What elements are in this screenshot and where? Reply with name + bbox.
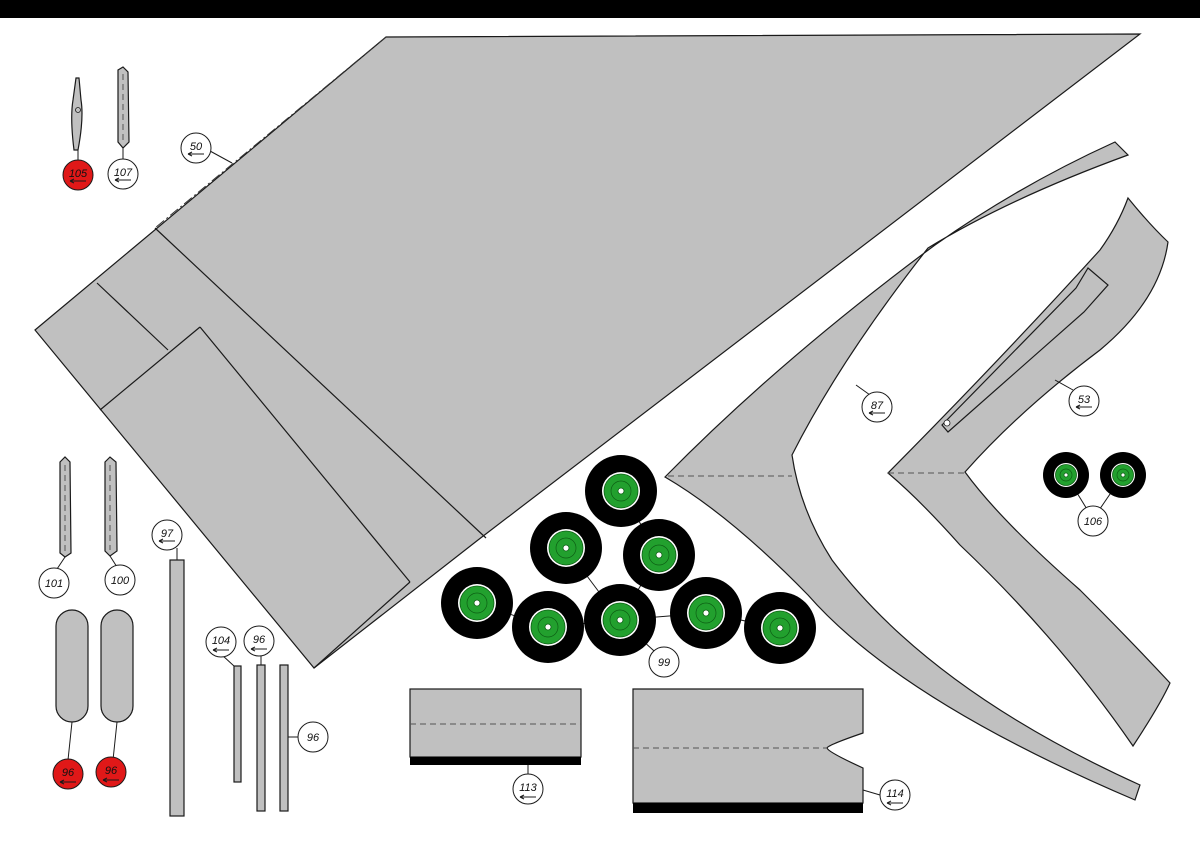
label-96-red-left: 96 bbox=[52, 758, 84, 790]
label-104: 104 bbox=[205, 626, 237, 658]
part-107-shape bbox=[117, 66, 130, 149]
label-105: 105 bbox=[62, 159, 94, 191]
part-100-shape bbox=[104, 456, 118, 557]
part-104-strip bbox=[233, 665, 242, 783]
small-wheel bbox=[1100, 452, 1146, 498]
wheel bbox=[530, 512, 602, 584]
label-106-text: 106 bbox=[1084, 516, 1103, 528]
label-107-text: 107 bbox=[114, 167, 133, 179]
part-113-box bbox=[409, 688, 582, 765]
label-96-strip-a: 96 bbox=[243, 625, 275, 657]
part-101-shape bbox=[59, 456, 72, 558]
label-96d-text: 96 bbox=[105, 765, 118, 777]
label-101: 101 bbox=[38, 567, 70, 599]
small-wheel bbox=[1043, 452, 1089, 498]
part-97-strip bbox=[169, 559, 185, 817]
label-105-text: 105 bbox=[69, 168, 88, 180]
label-96-strip-b: 96 bbox=[297, 721, 329, 753]
wheel-group-106 bbox=[1043, 452, 1146, 520]
label-104-text: 104 bbox=[212, 635, 230, 647]
label-53-text: 53 bbox=[1078, 394, 1091, 406]
label-87-text: 87 bbox=[871, 400, 884, 412]
part-96-rounded-right bbox=[100, 609, 134, 723]
label-87: 87 bbox=[861, 391, 893, 423]
label-53: 53 bbox=[1068, 385, 1100, 417]
label-97: 97 bbox=[151, 519, 183, 551]
label-114-text: 114 bbox=[886, 788, 904, 800]
label-107: 107 bbox=[107, 158, 139, 190]
label-99-text: 99 bbox=[658, 657, 670, 669]
label-106: 106 bbox=[1077, 505, 1109, 537]
label-96a-text: 96 bbox=[253, 634, 266, 646]
label-50-text: 50 bbox=[190, 141, 203, 153]
label-113-text: 113 bbox=[519, 782, 537, 794]
part-53-strip bbox=[887, 196, 1171, 748]
wheel-group-99 bbox=[441, 455, 816, 664]
wheel bbox=[623, 519, 695, 591]
label-97-text: 97 bbox=[161, 528, 174, 540]
label-99: 99 bbox=[648, 646, 680, 678]
wheel bbox=[670, 577, 742, 649]
label-50: 50 bbox=[180, 132, 212, 164]
part-105-shape bbox=[71, 77, 83, 151]
part-96-strip-b bbox=[279, 664, 289, 812]
label-96-red-right: 96 bbox=[95, 756, 127, 788]
label-114: 114 bbox=[879, 779, 911, 811]
label-100: 100 bbox=[104, 564, 136, 596]
wheel bbox=[584, 584, 656, 656]
part-87-strip bbox=[664, 141, 1141, 801]
label-100-text: 100 bbox=[111, 575, 130, 587]
label-96b-text: 96 bbox=[307, 732, 320, 744]
label-96c-text: 96 bbox=[62, 767, 75, 779]
wheel bbox=[585, 455, 657, 527]
part-96-strip-a bbox=[256, 664, 266, 812]
top-black-bar bbox=[0, 0, 1200, 18]
wheel bbox=[512, 591, 584, 663]
part-50-wing bbox=[34, 33, 1142, 669]
part-96-rounded-left bbox=[55, 609, 89, 723]
wheel bbox=[441, 567, 513, 639]
label-101-text: 101 bbox=[45, 578, 63, 590]
part-114-box bbox=[632, 688, 864, 813]
label-113: 113 bbox=[512, 773, 544, 805]
wheel bbox=[744, 592, 816, 664]
